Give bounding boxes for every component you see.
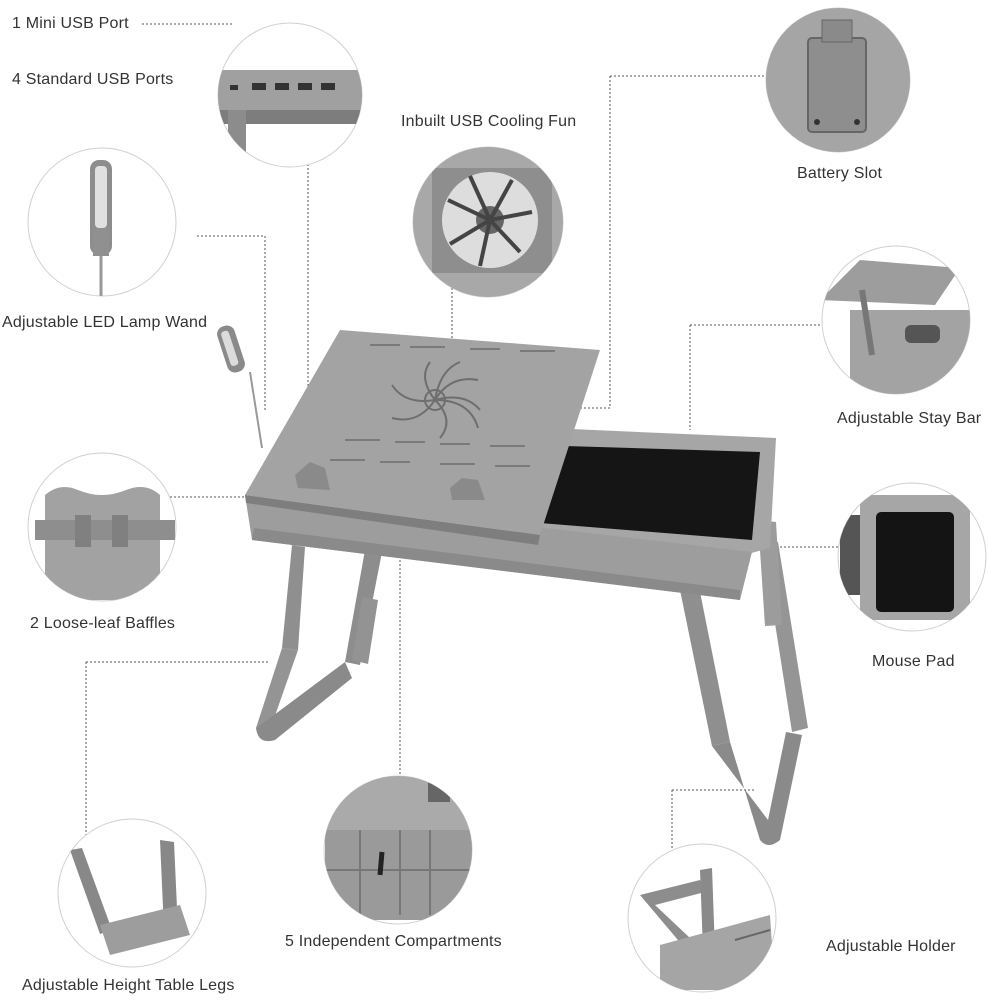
cooling-fan-detail xyxy=(412,146,564,298)
stay-bar-label: Adjustable Stay Bar xyxy=(837,410,982,427)
leader-lines xyxy=(85,23,845,875)
holder-label: Adjustable Holder xyxy=(826,938,956,955)
standard-usb-ports-label: 4 Standard USB Ports xyxy=(12,71,174,88)
stay-bar-detail xyxy=(821,245,971,395)
usb-port-detail xyxy=(217,22,363,168)
laptop-table xyxy=(217,325,808,845)
led-lamp-label: Adjustable LED Lamp Wand xyxy=(2,314,208,331)
cooling-fan-label: Inbuilt USB Cooling Fun xyxy=(401,113,577,130)
battery-slot-label: Battery Slot xyxy=(797,165,883,182)
battery-slot-detail xyxy=(765,7,911,153)
compartments-label: 5 Independent Compartments xyxy=(285,933,502,950)
table-legs-detail xyxy=(57,818,207,968)
compartments-detail xyxy=(323,775,473,925)
mini-usb-port-label: 1 Mini USB Port xyxy=(12,15,129,32)
baffles-label: 2 Loose-leaf Baffles xyxy=(30,615,176,632)
baffles-detail xyxy=(27,452,177,602)
mouse-pad-label: Mouse Pad xyxy=(872,653,955,670)
led-lamp-detail xyxy=(27,147,177,297)
mouse-pad-detail xyxy=(837,482,987,632)
table-legs-label: Adjustable Height Table Legs xyxy=(22,977,235,994)
holder-detail xyxy=(627,843,777,993)
